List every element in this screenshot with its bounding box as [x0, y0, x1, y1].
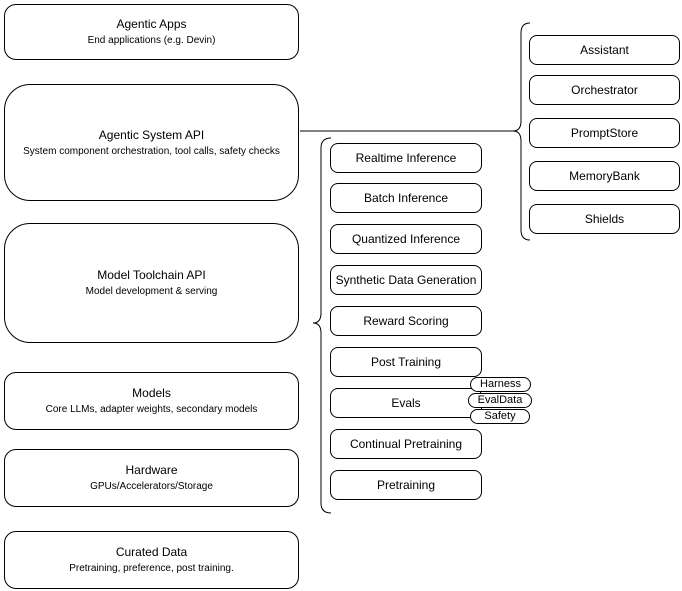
box-model-toolchain-api: Model Toolchain API Model development & …: [4, 223, 299, 343]
box-subtitle: GPUs/Accelerators/Storage: [90, 481, 213, 492]
box-subtitle: Pretraining, preference, post training.: [69, 563, 234, 574]
tag-harness: Harness: [470, 377, 531, 392]
box-post-training: Post Training: [330, 347, 482, 377]
box-assistant: Assistant: [529, 35, 680, 65]
box-label: Orchestrator: [571, 83, 638, 97]
box-agentic-system-api: Agentic System API System component orch…: [4, 84, 299, 201]
toolchain-brace: [312, 137, 332, 514]
box-subtitle: Core LLMs, adapter weights, secondary mo…: [45, 404, 258, 415]
tag-label: Harness: [480, 378, 521, 390]
box-title: Hardware: [125, 463, 178, 477]
box-title: Agentic System API: [98, 127, 205, 142]
box-subtitle: System component orchestration, tool cal…: [23, 145, 280, 157]
box-orchestrator: Orchestrator: [529, 75, 680, 105]
box-title: Agentic Apps: [116, 17, 187, 31]
box-label: Assistant: [580, 43, 629, 57]
box-realtime-inference: Realtime Inference: [330, 143, 482, 173]
box-label: MemoryBank: [569, 169, 640, 183]
box-label: Batch Inference: [363, 191, 449, 205]
box-promptstore: PromptStore: [529, 118, 680, 148]
box-subtitle: End applications (e.g. Devin): [87, 35, 216, 46]
box-synthetic-data-generation: Synthetic Data Generation: [330, 265, 482, 295]
box-label: Quantized Inference: [351, 232, 461, 246]
box-label: Continual Pretraining: [349, 437, 463, 451]
box-subtitle: Model development & serving: [85, 286, 218, 297]
box-hardware: Hardware GPUs/Accelerators/Storage: [4, 449, 299, 507]
box-label: Realtime Inference: [355, 151, 457, 165]
box-label: Evals: [391, 396, 421, 410]
system-components-brace: [512, 22, 531, 241]
box-models: Models Core LLMs, adapter weights, secon…: [4, 372, 299, 430]
box-label: Post Training: [370, 355, 442, 369]
box-batch-inference: Batch Inference: [330, 183, 482, 213]
box-pretraining: Pretraining: [330, 470, 482, 500]
box-agentic-apps: Agentic Apps End applications (e.g. Devi…: [4, 4, 299, 60]
box-label: Shields: [584, 212, 625, 226]
box-evals: Evals: [330, 388, 482, 418]
box-quantized-inference: Quantized Inference: [330, 224, 482, 254]
box-curated-data: Curated Data Pretraining, preference, po…: [4, 531, 299, 589]
tag-label: EvalData: [477, 394, 523, 406]
box-continual-pretraining: Continual Pretraining: [330, 429, 482, 459]
box-label: Reward Scoring: [363, 314, 449, 328]
box-title: Model Toolchain API: [97, 268, 206, 282]
box-memorybank: MemoryBank: [529, 161, 680, 191]
box-title: Models: [132, 386, 171, 400]
box-label: PromptStore: [570, 126, 639, 140]
box-shields: Shields: [529, 204, 680, 234]
box-label: Synthetic Data Generation: [335, 273, 477, 287]
box-reward-scoring: Reward Scoring: [330, 306, 482, 336]
tag-label: Safety: [484, 410, 516, 422]
tag-evaldata: EvalData: [468, 393, 532, 408]
box-title: Curated Data: [115, 545, 188, 559]
box-label: Pretraining: [376, 478, 436, 492]
tag-safety: Safety: [470, 409, 530, 424]
